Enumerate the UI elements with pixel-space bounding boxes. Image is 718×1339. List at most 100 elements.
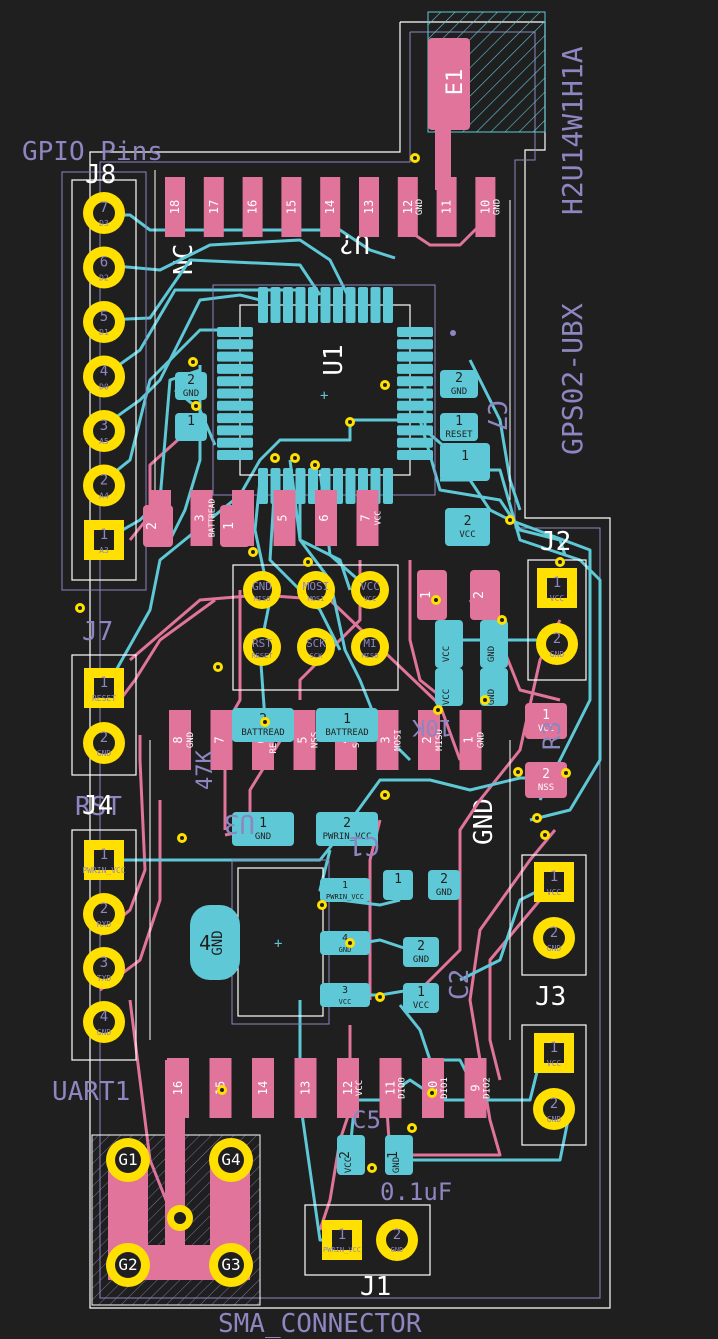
pad-number: 1 <box>419 591 434 599</box>
pad-number: 2 <box>455 371 463 386</box>
sma-pin: G3 <box>209 1243 253 1287</box>
pad-number: 1 <box>455 414 463 429</box>
pad-number: 7 <box>213 736 227 743</box>
isp-sub: SCK <box>310 652 323 660</box>
sma-pin: G4 <box>209 1138 253 1182</box>
isp-net: MOSI <box>303 580 330 593</box>
pad-number: 14 <box>256 1081 270 1095</box>
pad-number: 1 <box>187 414 195 429</box>
smd-pad: 2 <box>470 570 500 620</box>
via-hole <box>191 360 195 364</box>
smd-pad: 14 <box>252 1058 274 1118</box>
via-hole <box>220 1088 224 1092</box>
qfn-pad <box>397 413 433 424</box>
pin-net: PWRIN_VCC <box>82 866 126 875</box>
smd-pad: 14 <box>320 177 341 237</box>
via-hole <box>378 995 382 999</box>
via-hole <box>483 698 487 702</box>
qfn-pad <box>217 376 253 387</box>
pad-number: 1 <box>342 880 348 891</box>
u2-outline <box>154 170 511 500</box>
pad-net: GND <box>451 387 467 397</box>
qfn-pad <box>258 468 268 504</box>
via-hole <box>436 708 440 712</box>
pin-net: VCC <box>550 594 565 603</box>
ref-c1: C1 <box>349 830 380 860</box>
pad-net: VCC <box>339 998 352 1006</box>
pin-net: GND <box>97 749 112 758</box>
pad-net: PWRIN_VCC <box>323 832 372 842</box>
rfm-outline <box>149 740 511 1040</box>
via-hole <box>430 1091 434 1095</box>
j2-ref: J2 <box>540 527 571 557</box>
smd-pad: 17 <box>203 177 224 237</box>
pad-net: BATTREAD <box>208 499 217 538</box>
pin-number: 2 <box>100 730 108 746</box>
pad-number: 11 <box>384 1081 398 1095</box>
pad-number: 18 <box>168 200 182 214</box>
smd-pad: 1 <box>175 413 207 441</box>
pin-net: D0 <box>99 383 109 392</box>
pad-number: 11 <box>440 200 454 214</box>
via-hole <box>383 383 387 387</box>
pin-net: GND <box>391 1246 404 1254</box>
pin-number: 3 <box>100 955 108 971</box>
sma-pin-label: G4 <box>221 1150 240 1169</box>
qfn-pad <box>217 450 253 460</box>
pad-number: 7 <box>359 514 373 521</box>
pad-net: DIO0 <box>398 1077 408 1099</box>
pin-net: A3 <box>99 546 109 555</box>
pin-net: D2 <box>99 274 109 283</box>
pad-net: VCC <box>538 724 554 734</box>
pad-net: BATTREAD <box>325 728 368 738</box>
pad-number: 2 <box>417 939 425 954</box>
pad-net: DIO1 <box>440 1077 450 1099</box>
pad-number: 2 <box>145 522 160 530</box>
pad-number: 9 <box>469 1084 483 1091</box>
silk-47k: 47K <box>193 750 218 790</box>
ref-r3: R3 <box>538 721 566 750</box>
j2-header: J2 <box>527 527 587 681</box>
pin-number: 2 <box>100 473 108 489</box>
via-hole <box>564 771 568 775</box>
j1-ref: J1 <box>360 1272 391 1302</box>
via-hole <box>413 156 417 160</box>
qfn-pad <box>397 363 433 374</box>
silk-10k: 10K <box>412 714 452 739</box>
pad-number: 4 <box>342 933 348 944</box>
smd-pad: VCC <box>435 668 463 706</box>
pad-number: 5 <box>296 736 310 743</box>
pad-net: MOSI <box>394 729 404 751</box>
pad-net: GND <box>392 1157 402 1173</box>
j3-header: J3 <box>521 854 587 1146</box>
smd-pad: GND <box>480 620 508 668</box>
pin-net: VCC <box>547 888 562 897</box>
gnd-big-label: GND <box>469 798 499 845</box>
pad-net: GND <box>436 888 452 898</box>
pad-number: 1 <box>542 708 550 723</box>
qfn-pad <box>283 287 293 323</box>
via-hole <box>78 606 82 610</box>
pad-number: 2 <box>472 591 487 599</box>
pad-net: BATTREAD <box>241 728 284 738</box>
